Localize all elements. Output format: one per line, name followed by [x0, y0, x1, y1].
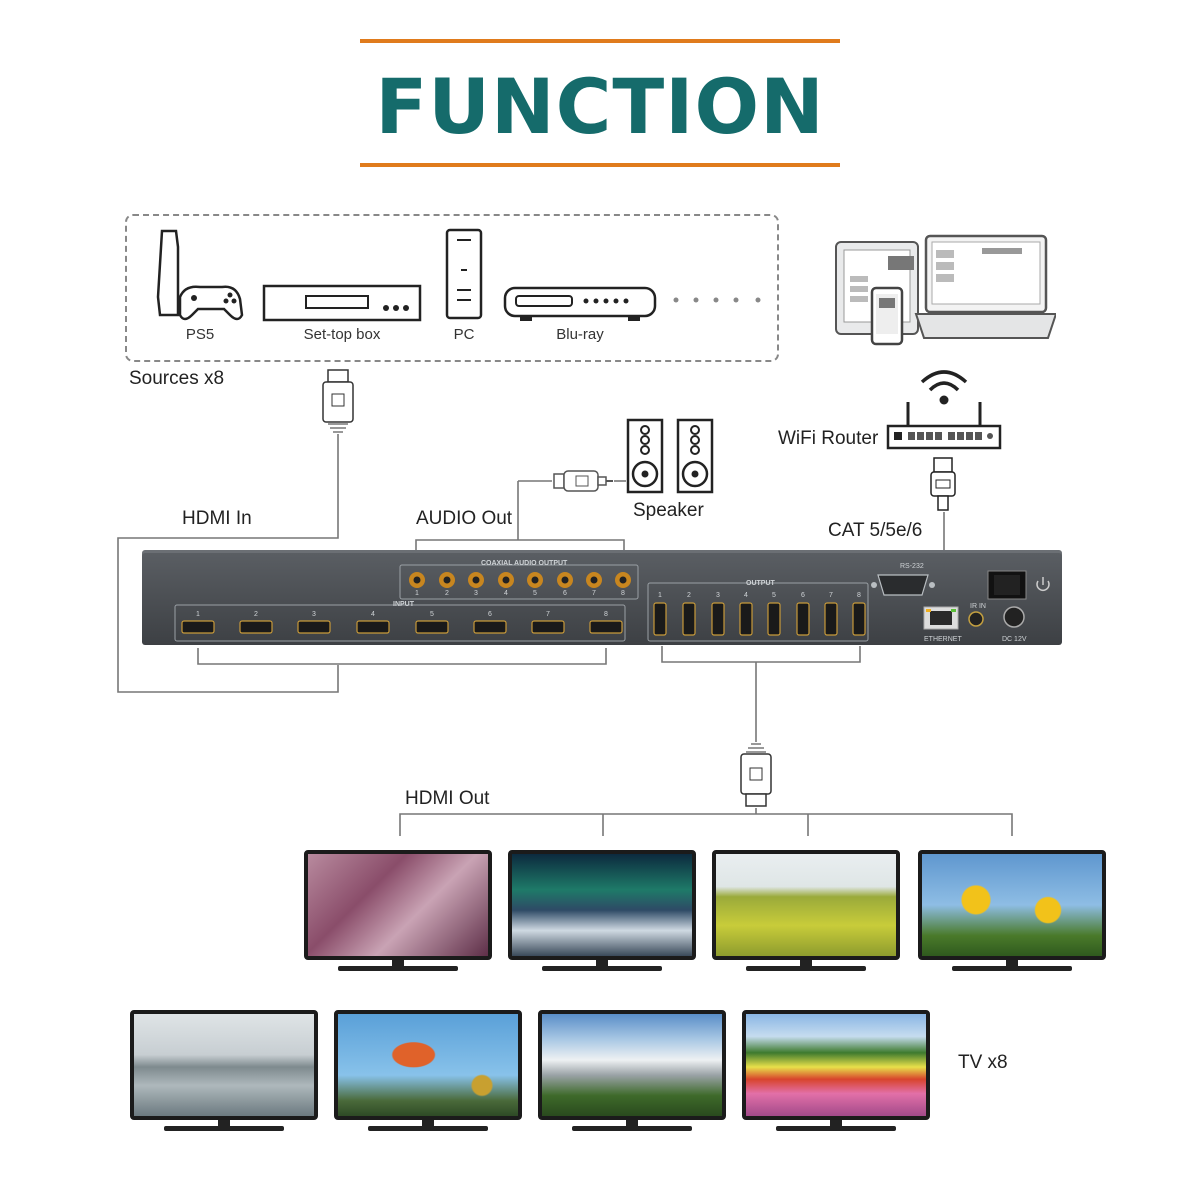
tv-screen — [304, 850, 492, 960]
hdmi-input-ports — [181, 620, 623, 634]
coax-port-number: 6 — [563, 590, 567, 597]
tv-screen — [508, 850, 696, 960]
more-sources-dots-icon — [673, 297, 761, 303]
speaker-label: Speaker — [633, 500, 704, 521]
hdmi-plug-out-icon — [740, 743, 772, 807]
wifi-signal-icon — [920, 370, 968, 405]
coax-port-number: 1 — [415, 590, 419, 597]
tv-screen — [538, 1010, 726, 1120]
output-port-number: 1 — [658, 592, 662, 599]
tv-count-label: TV x8 — [958, 1052, 1008, 1073]
device-label-blu-ray: Blu-ray — [556, 326, 604, 343]
dc-12v-label: DC 12V — [1002, 636, 1027, 643]
wifi-router-icon — [886, 402, 1002, 450]
coaxial-audio-output-label: COAXIAL AUDIO OUTPUT — [481, 560, 568, 567]
coax-port-number: 3 — [474, 590, 478, 597]
input-port-number: 7 — [546, 611, 550, 618]
output-port-number: 7 — [829, 592, 833, 599]
coax-plug-icon — [553, 470, 613, 492]
output-port-number: 5 — [772, 592, 776, 599]
page-title: FUNCTION — [375, 62, 825, 151]
hdmi-in-label: HDMI In — [182, 508, 252, 529]
tv-screen — [742, 1010, 930, 1120]
coax-port-number: 5 — [533, 590, 537, 597]
input-bracket — [197, 648, 607, 665]
set-top-box-icon — [262, 284, 422, 322]
output-port-number: 8 — [857, 592, 861, 599]
input-port-number: 4 — [371, 611, 375, 618]
ir-in-label: IR IN — [970, 603, 986, 610]
input-port-number: 6 — [488, 611, 492, 618]
wifi-router-label: WiFi Router — [778, 428, 879, 449]
output-bracket — [661, 646, 861, 663]
audio-cable — [517, 480, 552, 540]
top-rule — [360, 39, 840, 43]
ethernet-label: ETHERNET — [924, 636, 962, 643]
coax-port-number: 7 — [592, 590, 596, 597]
cat-cable-label: CAT 5/5e/6 — [828, 520, 923, 541]
coax-port-number: 2 — [445, 590, 449, 597]
speaker-left-icon — [626, 418, 664, 494]
blu-ray-icon — [503, 286, 657, 321]
bottom-rule — [360, 163, 840, 167]
hdmi-output-ports — [653, 602, 866, 636]
tv-bracket — [399, 813, 1013, 836]
sources-box — [125, 214, 779, 362]
output-label: OUTPUT — [746, 580, 775, 587]
input-port-number: 3 — [312, 611, 316, 618]
output-port-number: 3 — [716, 592, 720, 599]
hdmi-plug-in-icon — [322, 369, 354, 433]
output-port-number: 6 — [801, 592, 805, 599]
coax-port-number: 4 — [504, 590, 508, 597]
tv-screen — [712, 850, 900, 960]
coax-port-number: 8 — [621, 590, 625, 597]
input-port-number: 8 — [604, 611, 608, 618]
input-port-number: 5 — [430, 611, 434, 618]
device-label-set-top-box: Set-top box — [303, 326, 381, 343]
output-port-number: 4 — [744, 592, 748, 599]
output-port-number: 2 — [687, 592, 691, 599]
input-port-number: 2 — [254, 611, 258, 618]
speaker-right-icon — [676, 418, 714, 494]
control-devices-icon — [835, 234, 1056, 346]
tv-screen — [918, 850, 1106, 960]
hdmi-out-label: HDMI Out — [405, 788, 490, 809]
sources-label: Sources x8 — [129, 368, 225, 389]
audio-out-label: AUDIO Out — [416, 508, 513, 529]
tv-screen — [130, 1010, 318, 1120]
ps5-icon — [156, 229, 244, 321]
hdmi-in-cable — [117, 434, 339, 693]
tv-screen — [334, 1010, 522, 1120]
rs232-label: RS-232 — [900, 563, 924, 570]
pc-icon — [445, 228, 483, 320]
rj45-plug-icon — [930, 457, 956, 511]
input-label: INPUT — [393, 601, 414, 608]
device-label-pc: PC — [453, 326, 475, 343]
input-port-number: 1 — [196, 611, 200, 618]
panel-ports — [174, 564, 1050, 642]
device-label-ps5: PS5 — [185, 326, 215, 343]
coax-ports — [409, 572, 631, 588]
